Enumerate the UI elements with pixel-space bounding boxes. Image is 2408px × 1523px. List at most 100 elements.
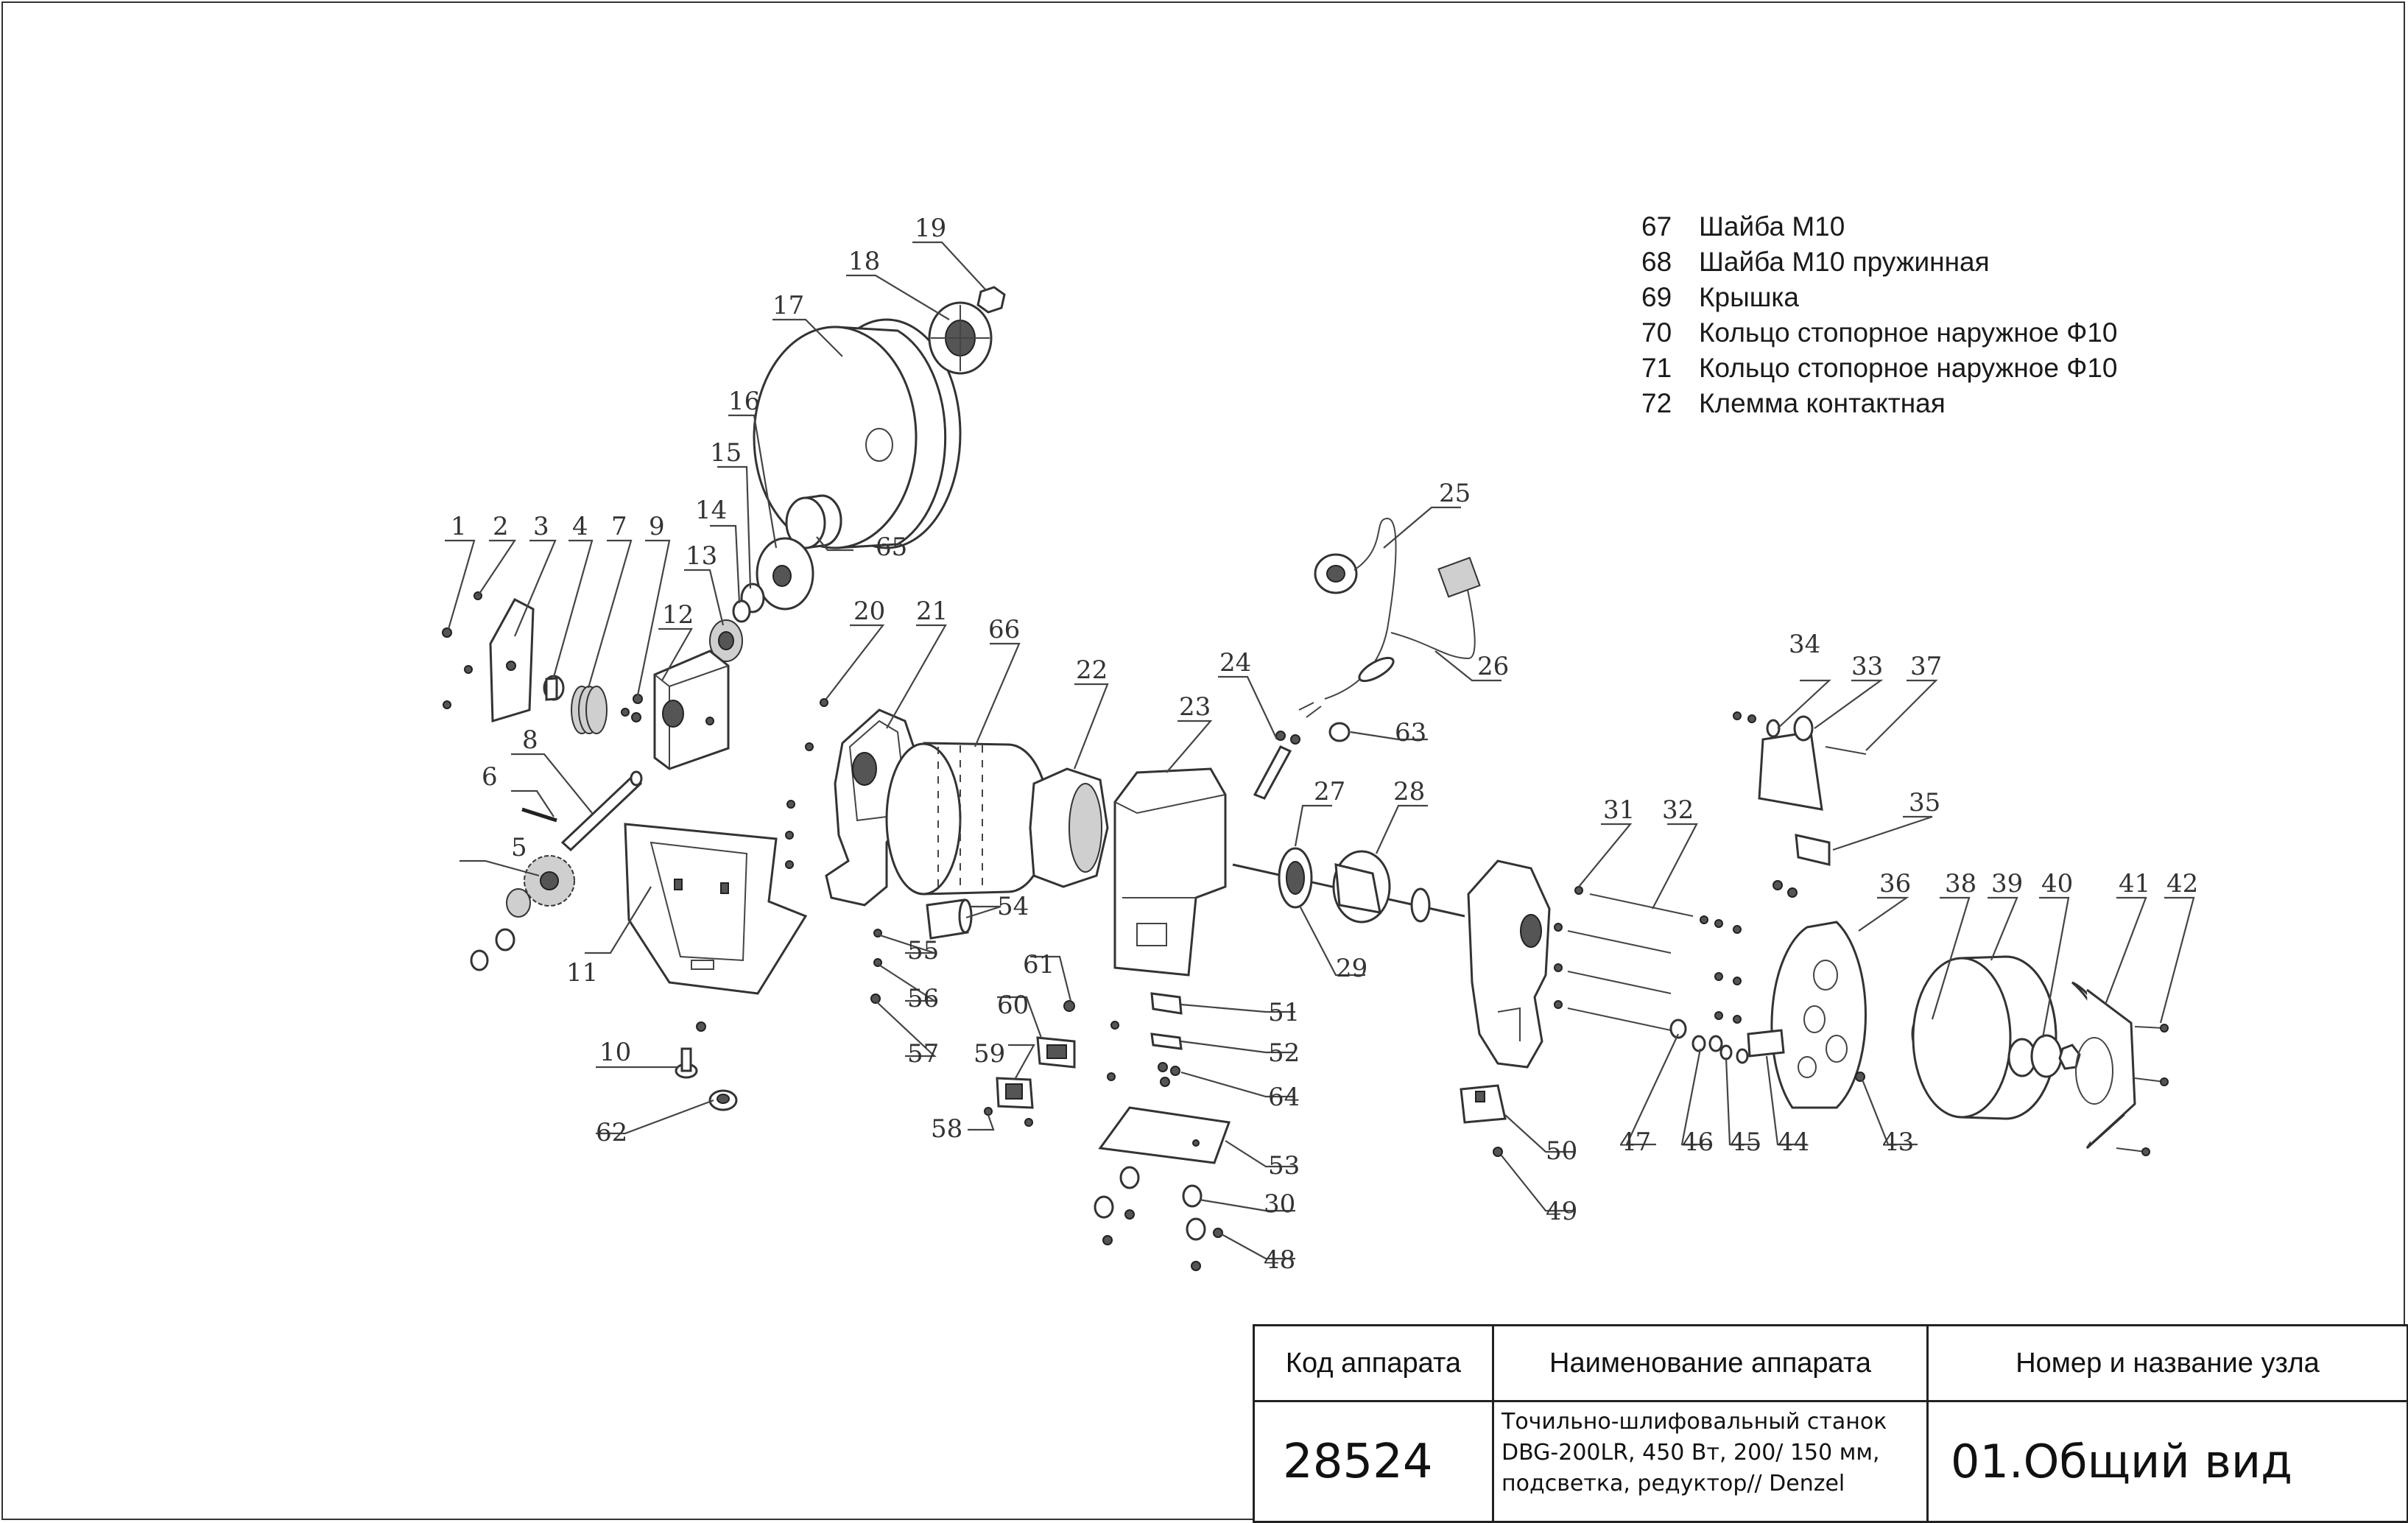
callout-53: 53 [1268, 1151, 1300, 1181]
callout-55: 55 [907, 936, 939, 965]
legend-row: 72 Клемма контактная [1641, 386, 2117, 421]
part-17-grinding-wheel [753, 318, 962, 549]
callout-26: 26 [1477, 652, 1509, 681]
callout-63: 63 [1395, 718, 1426, 748]
callout-38: 38 [1945, 869, 1976, 898]
header-node: Номер и название узла [1926, 1324, 2408, 1402]
callout-41: 41 [2119, 869, 2150, 898]
callout-45: 45 [1730, 1128, 1761, 1157]
callout-49: 49 [1546, 1197, 1577, 1226]
legend-text: Клемма контактная [1699, 388, 1946, 418]
part-42-screws [2116, 1024, 2169, 1156]
callout-4: 4 [572, 512, 588, 541]
callout-36: 36 [1879, 869, 1911, 898]
header-code: Код аппарата [1253, 1324, 1494, 1402]
small-fasteners [442, 591, 1119, 1127]
part-14-washer [732, 599, 751, 623]
part-60-light [1036, 1036, 1076, 1069]
callout-60: 60 [997, 991, 1029, 1020]
callout-24: 24 [1219, 648, 1251, 678]
device-name-line-2: DBG-200LR, 450 Вт, 200/ 150 мм, [1502, 1440, 1880, 1466]
callout-16: 16 [728, 387, 760, 416]
title-block: Код аппарата Наименование аппарата Номер… [1253, 1324, 2408, 1523]
callout-51: 51 [1268, 998, 1300, 1027]
device-name-line-1: Точильно-шлифовальный станок [1502, 1409, 1887, 1435]
callout-11: 11 [566, 958, 598, 988]
part-4-bushing [543, 675, 565, 701]
part-19-nut [976, 286, 1006, 314]
part-62-foot [708, 1089, 738, 1111]
callout-21: 21 [916, 597, 948, 626]
part-22-motor-core [1029, 767, 1109, 888]
callout-6: 6 [482, 762, 498, 792]
callout-65: 65 [876, 532, 907, 562]
part-7-worm [571, 686, 608, 734]
callout-29: 29 [1336, 954, 1367, 983]
header-name: Наименование аппарата [1492, 1324, 1929, 1402]
device-name: Точильно-шлифовальный станок DBG-200LR, … [1492, 1400, 1929, 1523]
callout-3: 3 [533, 512, 549, 541]
legend-text: Шайба М10 [1699, 211, 1845, 242]
callout-27: 27 [1314, 777, 1345, 806]
callout-48: 48 [1264, 1245, 1295, 1275]
callout-42: 42 [2166, 869, 2198, 898]
callout-40: 40 [2041, 869, 2073, 898]
part-6-pin [521, 807, 557, 823]
legend-number: 72 [1641, 388, 1672, 418]
callout-39: 39 [1991, 869, 2023, 898]
legend-text: Кольцо стопорное наружное Ф10 [1699, 317, 2118, 348]
part-31-32-bolts [1554, 886, 1742, 1031]
part-39-small-wheel [1912, 955, 2057, 1120]
callout-20: 20 [853, 597, 885, 626]
part-33-eye-shield [1733, 711, 1867, 811]
callout-18: 18 [848, 247, 880, 276]
part-5-gear [470, 855, 575, 971]
part-51-clamp [1150, 992, 1183, 1087]
part-28-rotor [1232, 847, 1465, 924]
part-54-capacitor [926, 898, 973, 940]
callout-61: 61 [1023, 950, 1055, 979]
parts-layer [442, 286, 2169, 1271]
part-44-bracket [1747, 1029, 1785, 1058]
callout-25: 25 [1439, 479, 1471, 508]
callout-labels: 1 2 3 4 5 6 7 8 9 10 11 12 13 14 15 16 1… [451, 214, 2198, 1275]
device-name-line-3: подсветка, редуктор// Denzel [1502, 1471, 1845, 1496]
callout-62: 62 [596, 1118, 627, 1147]
callout-37: 37 [1910, 652, 1942, 681]
part-40-flange [2007, 1034, 2081, 1078]
legend-number: 70 [1641, 317, 1672, 348]
callout-66: 66 [988, 615, 1020, 644]
part-63-nut [1328, 722, 1351, 742]
callout-35: 35 [1909, 788, 1940, 817]
callout-2: 2 [493, 512, 509, 541]
callout-34: 34 [1789, 630, 1820, 659]
node-number-name: 01.Общий вид [1926, 1400, 2408, 1523]
callout-57: 57 [907, 1039, 939, 1069]
legend-number: 71 [1641, 353, 1672, 383]
callout-31: 31 [1603, 795, 1635, 825]
device-code: 28524 [1253, 1400, 1494, 1523]
leader-lines [445, 241, 2195, 1260]
callout-64: 64 [1268, 1083, 1300, 1112]
part-24-key [1253, 731, 1300, 800]
callout-19: 19 [915, 214, 946, 243]
callout-13: 13 [686, 541, 717, 571]
part-30-feet [1094, 1166, 1223, 1271]
part-53-base-plate [1098, 1106, 1231, 1164]
callout-7: 7 [611, 512, 627, 541]
part-36-right-guard [1770, 921, 1867, 1109]
callout-58: 58 [931, 1114, 962, 1144]
legend-row: 70 Кольцо стопорное наружное Ф10 [1641, 315, 2117, 351]
part-45-47-washers [1669, 1019, 1865, 1082]
legend-number: 68 [1641, 247, 1672, 277]
callout-23: 23 [1179, 692, 1211, 722]
part-3-cover-plate [489, 597, 535, 722]
part-13-gear [709, 619, 743, 662]
callout-59: 59 [974, 1039, 1005, 1069]
